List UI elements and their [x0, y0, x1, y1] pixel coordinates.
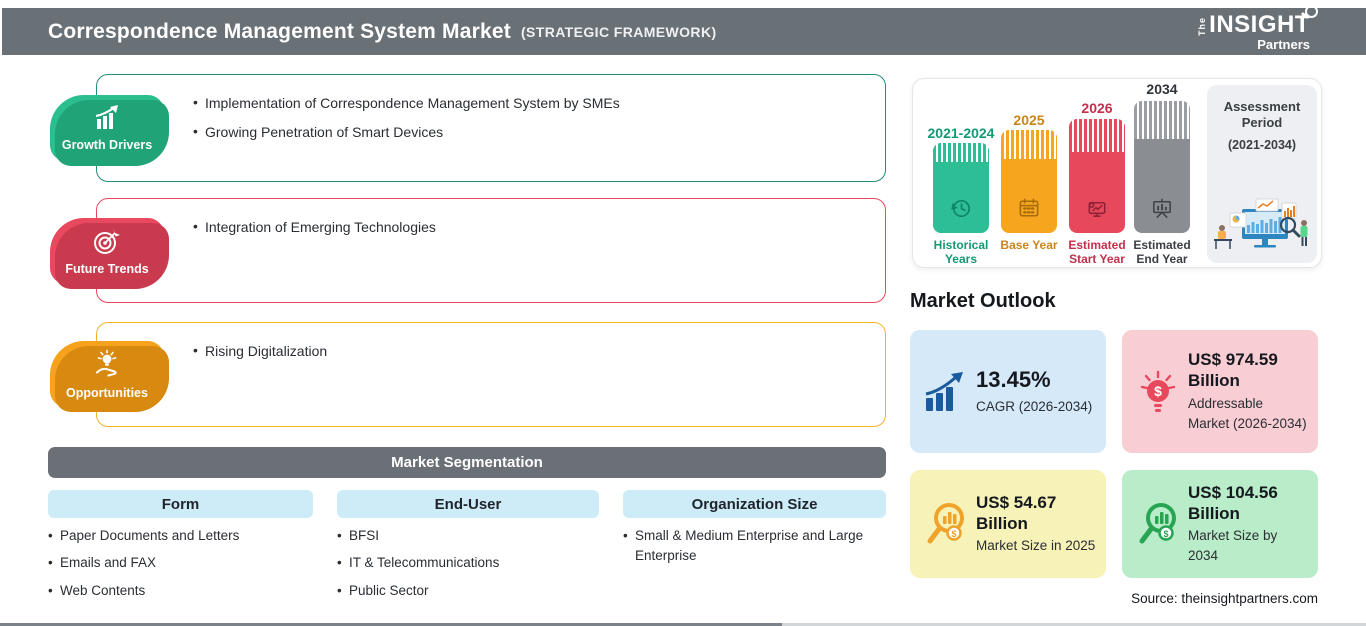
end-user-items: BFSI IT & Telecommunications Public Sect… [337, 526, 607, 608]
list-item: Web Contents [48, 581, 318, 602]
growth-drivers-list: Implementation of Correspondence Managem… [97, 75, 885, 140]
market-size-2034-value: US$ 104.56 Billion [1188, 482, 1278, 523]
bottom-edge-dark [0, 623, 782, 626]
future-trends-box: Integration of Emerging Technologies [96, 198, 886, 303]
opportunities-box: Rising Digitalization [96, 322, 886, 427]
svg-text:$: $ [951, 529, 956, 539]
timeline-caption: Base Year [1000, 238, 1058, 252]
market-segmentation-header: Market Segmentation [48, 447, 886, 478]
timeline-caption: Estimated Start Year [1068, 238, 1126, 266]
page-title: Correspondence Management System Market [48, 19, 511, 43]
history-clock-icon [949, 196, 974, 226]
cagr-bar-arrow-icon [920, 371, 972, 413]
logo-the-text: The [1197, 16, 1208, 36]
segmentation-title: Market Segmentation [391, 454, 543, 471]
opportunities-badge: Opportunities [50, 341, 164, 407]
future-trends-list: Integration of Emerging Technologies [97, 199, 885, 235]
bar-chart-growth-icon [92, 104, 122, 136]
presentation-screen-icon [1150, 196, 1175, 226]
assessment-period-box: Assessment Period (2021-2034) [1207, 85, 1317, 263]
opportunities-list: Rising Digitalization [97, 323, 885, 359]
growth-drivers-box: Implementation of Correspondence Managem… [96, 74, 886, 182]
addressable-market-card: $ US$ 974.59 Billion Addressable Market … [1122, 330, 1318, 453]
timeline-caption: Estimated End Year [1133, 238, 1191, 266]
bulb-dollar-icon: $ [1132, 369, 1184, 415]
list-item: Emails and FAX [48, 553, 318, 574]
badge-label: Opportunities [66, 385, 148, 400]
timeline-caption: Historical Years [933, 238, 989, 266]
assessment-range: (2021-2034) [1227, 137, 1297, 152]
monitor-chart-icon [1085, 196, 1110, 226]
calendar-icon [1017, 196, 1042, 226]
list-item: IT & Telecommunications [337, 553, 607, 574]
market-size-2025-value: US$ 54.67 Billion [976, 492, 1057, 533]
list-item: Growing Penetration of Smart Devices [191, 123, 861, 140]
bottom-edge-light [782, 623, 1366, 626]
timeline-year: 2034 [1146, 81, 1178, 97]
future-trends-badge: Future Trends [50, 218, 164, 284]
magnifier-chart-icon: $ [920, 501, 972, 547]
list-item: Rising Digitalization [191, 342, 861, 359]
list-item: BFSI [337, 526, 607, 547]
source-attribution: Source: theinsightpartners.com [1131, 591, 1318, 606]
form-items: Paper Documents and Letters Emails and F… [48, 526, 318, 608]
market-size-2025-card: $ US$ 54.67 Billion Market Size in 2025 [910, 470, 1106, 578]
magnifier-chart-icon: $ [1132, 501, 1184, 547]
segment-column-end-user: End-User [337, 490, 599, 518]
page-subtitle: (STRATEGIC FRAMEWORK) [520, 23, 717, 40]
magnifier-icon [1305, 4, 1318, 18]
logo-main: INSIGHT Partners [1209, 4, 1318, 52]
timeline-bar-start [1069, 119, 1125, 233]
list-item: Public Sector [337, 581, 607, 602]
badge-label: Future Trends [65, 262, 149, 276]
list-item: Integration of Emerging Technologies [191, 218, 861, 235]
assessment-period-panel: 2021-2024 2025 2026 2034 [912, 78, 1322, 268]
segment-column-form: Form [48, 490, 313, 518]
timeline-bar-historical [933, 143, 989, 233]
logo-partners-text: Partners [1257, 36, 1310, 52]
market-size-2034-caption: Market Size by 2034 [1188, 528, 1278, 564]
svg-text:$: $ [1163, 529, 1168, 539]
timeline-year: 2026 [1081, 100, 1113, 116]
addressable-market-value: US$ 974.59 Billion [1188, 350, 1278, 391]
organization-size-items: Small & Medium Enterprise and Large Ente… [623, 526, 881, 574]
svg-text:$: $ [1154, 383, 1162, 399]
assessment-title: Assessment Period [1223, 99, 1301, 131]
list-item: Paper Documents and Letters [48, 526, 318, 547]
cagr-value: 13.45% [976, 366, 1051, 392]
market-size-2034-card: $ US$ 104.56 Billion Market Size by 2034 [1122, 470, 1318, 578]
header-bar: Correspondence Management System Market … [2, 4, 1366, 55]
cagr-card: 13.45% CAGR (2026-2034) [910, 330, 1106, 453]
analytics-illustration [1212, 195, 1312, 258]
target-dart-icon [92, 226, 122, 260]
market-size-2025-caption: Market Size in 2025 [976, 538, 1096, 554]
bulb-hand-icon [92, 349, 122, 384]
addressable-market-caption: Addressable Market (2026-2034) [1188, 395, 1307, 431]
list-item: Small & Medium Enterprise and Large Ente… [623, 526, 881, 567]
badge-label: Growth Drivers [61, 138, 153, 152]
timeline-year: 2021-2024 [927, 125, 995, 141]
logo-insight-text: INSIGHT [1209, 10, 1310, 38]
timeline-year: 2025 [1013, 112, 1045, 128]
segment-column-organization-size: Organization Size [623, 490, 886, 518]
list-item: Implementation of Correspondence Managem… [191, 94, 861, 111]
growth-drivers-badge: Growth Drivers [50, 95, 164, 161]
timeline-bar-end [1134, 101, 1190, 233]
cagr-caption: CAGR (2026-2034) [976, 399, 1093, 415]
insight-partners-logo: The INSIGHT Partners [1197, 4, 1318, 52]
market-outlook-heading: Market Outlook [910, 290, 1056, 312]
timeline-bar-base [1001, 130, 1057, 233]
